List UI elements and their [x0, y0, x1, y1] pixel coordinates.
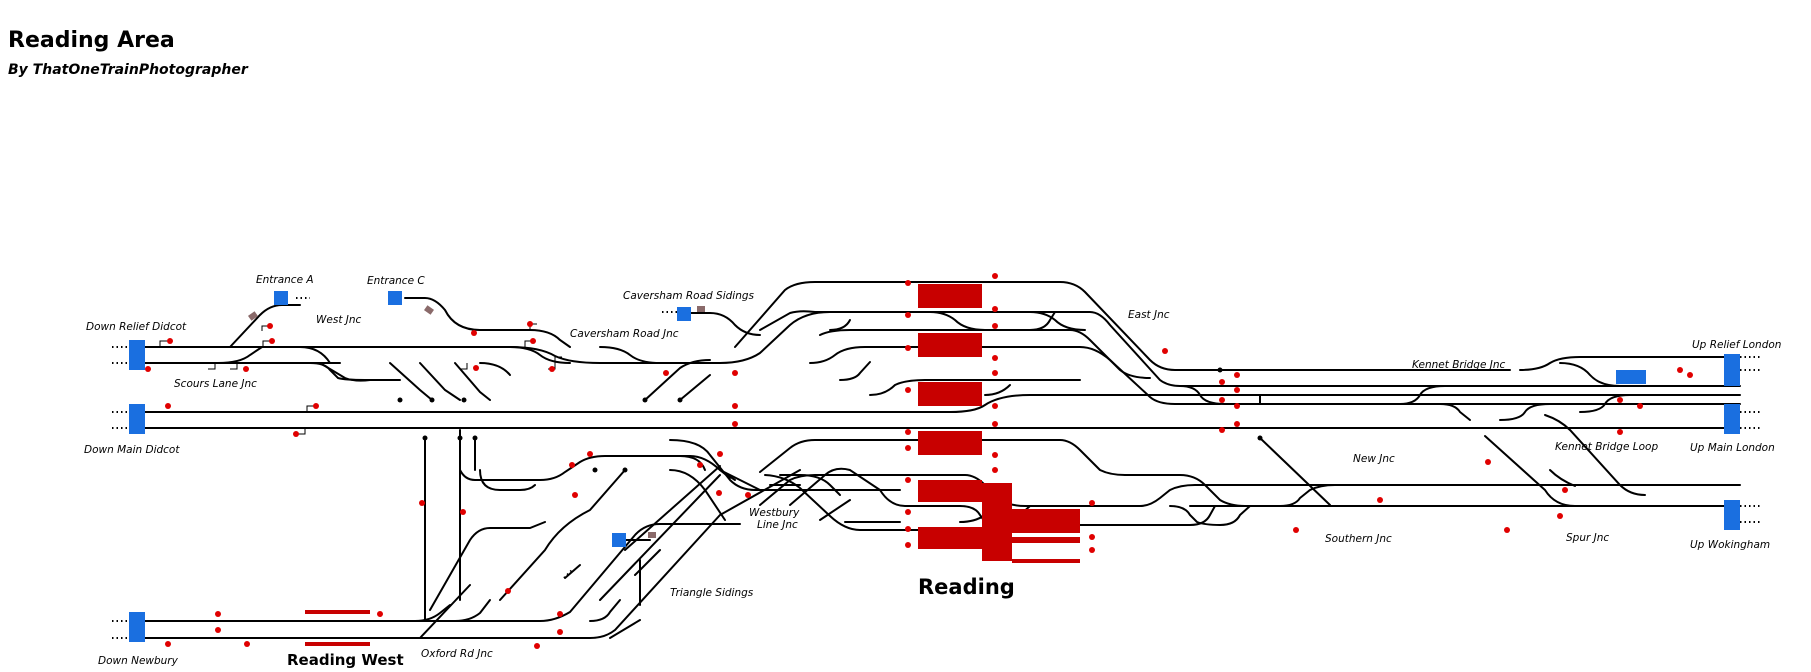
label-caversham-road-sidings: Caversham Road Sidings [623, 290, 755, 302]
label-westbury-line-jnc-2: Line Jnc [757, 519, 798, 531]
label-new-jnc: New Jnc [1353, 453, 1395, 465]
label-down-newbury: Down Newbury [98, 655, 179, 667]
page-title: Reading Area [8, 28, 175, 53]
label-up-main-london: Up Main London [1690, 442, 1775, 454]
platforms [305, 284, 1080, 646]
label-reading-west: Reading West [287, 651, 404, 669]
label-caversham-road-jnc: Caversham Road Jnc [570, 328, 679, 340]
label-entrance-a: Entrance A [256, 274, 314, 286]
label-reading: Reading [918, 575, 1015, 599]
boundary-markers [129, 291, 1740, 642]
label-scours-lane-jnc: Scours Lane Jnc [174, 378, 257, 390]
label-westbury-line-jnc-1: Westbury [749, 507, 800, 519]
label-southern-jnc: Southern Jnc [1325, 533, 1392, 545]
label-spur-jnc: Spur Jnc [1566, 532, 1609, 544]
label-up-relief-london: Up Relief London [1692, 339, 1781, 351]
label-down-relief-didcot: Down Relief Didcot [86, 321, 187, 333]
tracks [134, 281, 1741, 639]
label-kennet-bridge-loop: Kennet Bridge Loop [1555, 441, 1658, 453]
label-entrance-c: Entrance C [367, 275, 425, 287]
wagon-icons [248, 305, 705, 538]
page-author: By ThatOneTrainPhotographer [8, 62, 248, 78]
signals [145, 273, 1693, 649]
buffer-stops [397, 367, 1263, 473]
label-kennet-bridge-jnc: Kennet Bridge Jnc [1412, 359, 1506, 371]
label-triangle-sidings: Triangle Sidings [670, 587, 754, 599]
label-down-main-didcot: Down Main Didcot [84, 444, 180, 456]
boundary-dots [112, 297, 1760, 639]
label-west-jnc: West Jnc [316, 314, 362, 326]
label-up-wokingham: Up Wokingham [1690, 539, 1770, 551]
label-oxford-rd-jnc: Oxford Rd Jnc [421, 648, 493, 660]
location-labels: Entrance A Entrance C Down Relief Didcot… [84, 274, 1781, 669]
label-east-jnc: East Jnc [1128, 309, 1170, 321]
